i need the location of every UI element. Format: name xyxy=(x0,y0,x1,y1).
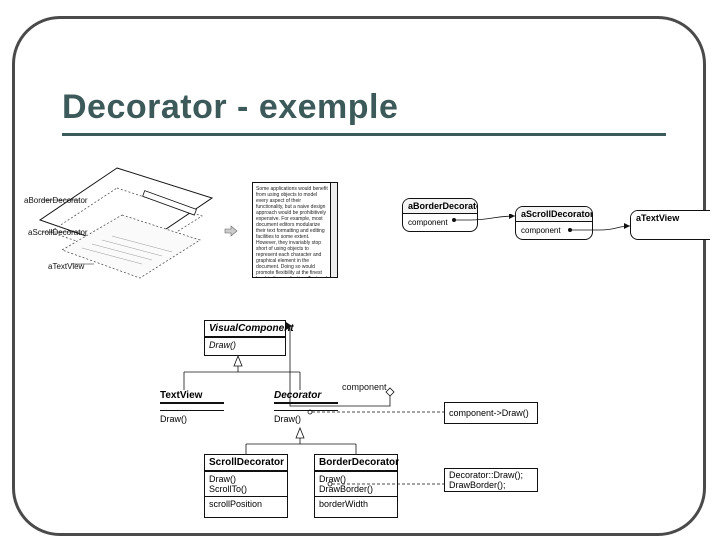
obj-scroll-decorator: aScrollDecorator component xyxy=(515,206,593,240)
obj-text-view-name: aTextView xyxy=(631,211,710,225)
class-scroll-decorator-ops: Draw() ScrollTo() xyxy=(205,472,287,497)
obj-border-decorator-field: component xyxy=(408,218,448,227)
object-references xyxy=(452,214,631,232)
class-visual-component: VisualComponent Draw() xyxy=(204,320,294,356)
class-border-decorator-ops: Draw() DrawBorder() xyxy=(315,472,397,497)
scrollbar xyxy=(330,183,337,277)
slide-frame xyxy=(12,16,706,536)
slide-title: Decorator - exemple xyxy=(62,88,399,126)
class-text-view-op: Draw() xyxy=(160,410,224,424)
class-border-decorator-name: BorderDecorator xyxy=(315,455,399,472)
title-underline xyxy=(62,133,666,136)
rendered-text-window: Some applications would benefit from usi… xyxy=(252,182,338,278)
class-scroll-decorator-attr: scrollPosition xyxy=(209,499,263,509)
class-text-view-name: TextView xyxy=(160,390,224,404)
layered-planes-illustration xyxy=(38,167,214,279)
class-border-decorator: BorderDecorator Draw() DrawBorder() bord… xyxy=(314,454,399,518)
obj-scroll-decorator-field: component xyxy=(521,226,561,235)
obj-text-view: aTextView xyxy=(630,210,710,240)
label-text-view: aTextView xyxy=(48,262,85,271)
note-decorator-draw: component->Draw() xyxy=(444,402,538,424)
label-border-decorator: aBorderDecorator xyxy=(24,196,88,205)
class-border-decorator-op-draw: Draw() xyxy=(319,474,346,484)
note-border-line-1: Decorator::Draw(); xyxy=(449,470,524,480)
class-border-decorator-attr: borderWidth xyxy=(319,499,369,509)
arrow-right-icon xyxy=(224,225,238,237)
note-border-line-2: DrawBorder(); xyxy=(449,480,506,490)
text-plane xyxy=(61,214,201,279)
class-diagram-connectors xyxy=(183,322,444,487)
class-visual-component-name: VisualComponent xyxy=(205,321,294,338)
class-decorator-op: Draw() xyxy=(274,410,338,424)
class-scroll-decorator: ScrollDecorator Draw() ScrollTo() scroll… xyxy=(204,454,288,518)
class-visual-component-op: Draw() xyxy=(209,340,236,350)
class-border-decorator-op-drawborder: DrawBorder() xyxy=(319,484,374,494)
label-scroll-decorator: aScrollDecorator xyxy=(28,228,88,237)
class-decorator: Decorator Draw() xyxy=(274,390,338,424)
class-text-view: TextView Draw() xyxy=(160,390,224,424)
class-scroll-decorator-op-scrollto: ScrollTo() xyxy=(209,484,248,494)
component-association-label: component xyxy=(342,382,387,392)
note-border-decorator-draw: Decorator::Draw(); DrawBorder(); xyxy=(444,468,538,492)
class-decorator-name: Decorator xyxy=(274,390,338,404)
obj-border-decorator: aBorderDecorator component xyxy=(402,198,478,232)
scrollbar-strip xyxy=(142,190,197,216)
class-scroll-decorator-name: ScrollDecorator xyxy=(205,455,287,472)
class-scroll-decorator-op-draw: Draw() xyxy=(209,474,236,484)
sample-text: Some applications would benefit from usi… xyxy=(256,186,328,277)
obj-border-decorator-name: aBorderDecorator xyxy=(403,199,477,214)
obj-scroll-decorator-name: aScrollDecorator xyxy=(516,207,592,222)
